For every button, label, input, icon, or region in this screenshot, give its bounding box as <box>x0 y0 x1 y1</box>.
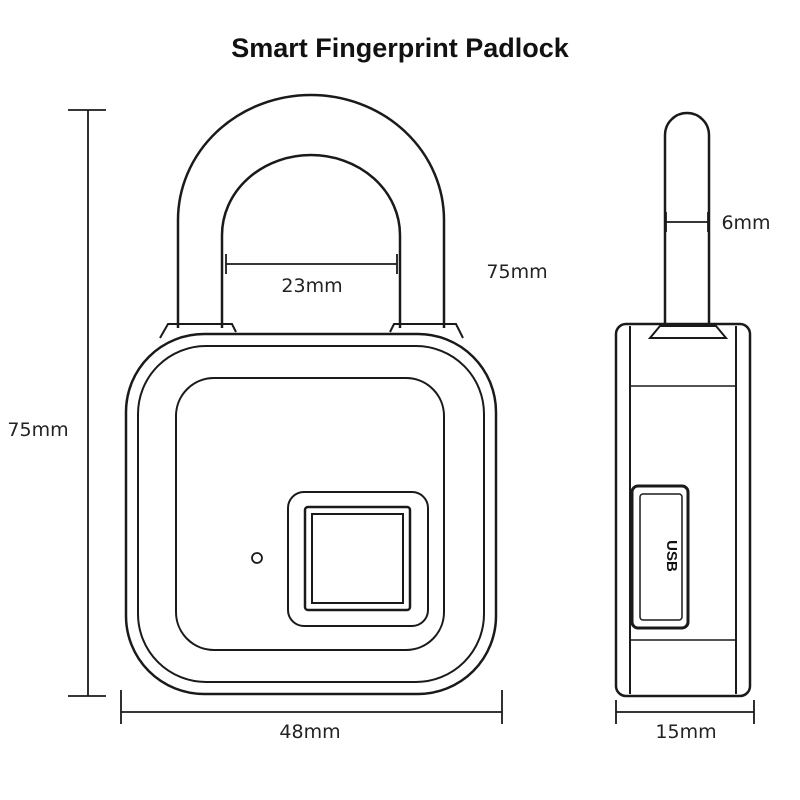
dimension-body-depth: 15mm <box>615 700 755 743</box>
total-height-label: 75mm <box>7 419 68 441</box>
padlock-body <box>124 332 498 696</box>
side-collar <box>647 325 729 339</box>
side-shackle <box>663 111 711 326</box>
page-title: Smart Fingerprint Padlock <box>231 33 570 63</box>
side-body <box>614 322 752 698</box>
shackle-collar-left <box>159 323 237 339</box>
shackle-inner-width-label: 23mm <box>281 275 342 297</box>
shackle-thickness-label: 6mm <box>721 212 770 234</box>
dimension-total-height: 75mm <box>7 109 106 697</box>
front-view <box>124 93 498 696</box>
body-width-label: 48mm <box>279 721 340 743</box>
shackle-collar-right <box>389 323 464 339</box>
body-depth-label: 15mm <box>655 721 716 743</box>
shackle <box>176 93 446 328</box>
shackle-height-label: 75mm <box>486 261 547 283</box>
usb-label: USB <box>663 540 680 572</box>
padlock-body-inner-rim <box>137 345 485 683</box>
indicator-led-icon <box>251 552 263 564</box>
dimension-shackle-thickness: 6mm <box>665 212 771 234</box>
dimension-shackle-inner-width: 23mm <box>225 254 398 297</box>
side-view: USB <box>614 111 752 698</box>
shackle-inner <box>220 153 402 328</box>
fingerprint-sensor-icon <box>287 491 429 627</box>
usb-port-icon: USB <box>630 484 690 630</box>
front-panel <box>175 377 445 651</box>
dimension-body-width: 48mm <box>120 690 503 743</box>
